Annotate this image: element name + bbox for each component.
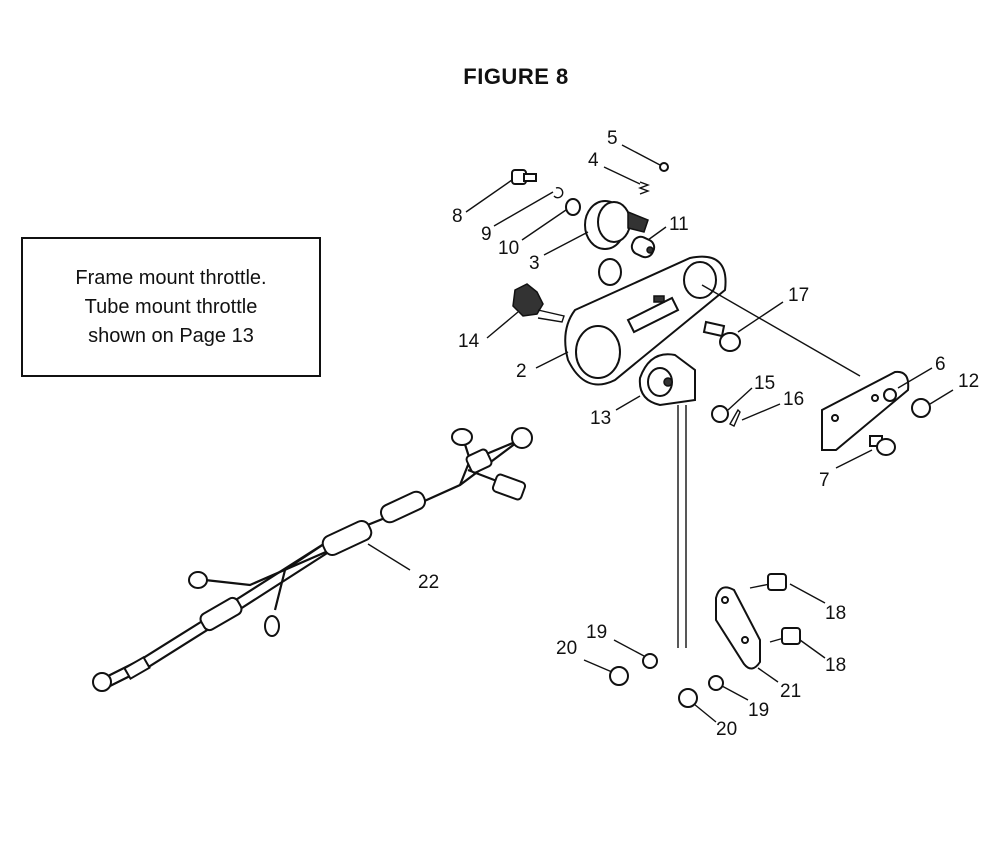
part-18-bolt-a [749, 573, 787, 591]
part-19-washer-a [642, 653, 658, 669]
callout-18-bottom: 18 [825, 655, 846, 676]
part-20-nut-a [609, 666, 629, 686]
part-6-plate [821, 370, 910, 451]
callout-8: 8 [452, 206, 463, 227]
callout-5: 5 [607, 128, 618, 149]
part-5-ball [659, 162, 669, 172]
part-17-bolt [702, 320, 741, 352]
note-box: Frame mount throttle. Tube mount throttl… [21, 237, 321, 377]
part-22-cable [92, 427, 533, 692]
callout-15: 15 [754, 373, 775, 394]
callout-20-left: 20 [556, 638, 577, 659]
callout-18-top: 18 [825, 603, 846, 624]
callout-22: 22 [418, 572, 439, 593]
part-9-clip [553, 186, 564, 199]
callout-20-right: 20 [716, 719, 737, 740]
callout-10: 10 [498, 238, 519, 259]
throttle-rod [677, 405, 687, 648]
note-line-1: Frame mount throttle. [75, 266, 267, 289]
figure-title: FIGURE 8 [463, 64, 569, 89]
part-14-star-knob [512, 283, 565, 323]
note-line-3: shown on Page 13 [88, 324, 254, 347]
part-10-washer [565, 198, 581, 216]
part-4-spring [638, 181, 650, 195]
part-3-knob [584, 200, 649, 250]
callout-6: 6 [935, 354, 946, 375]
part-15-nut [711, 405, 729, 423]
note-line-2: Tube mount throttle [84, 295, 258, 318]
callout-19-right: 19 [748, 700, 769, 721]
callout-2: 2 [516, 361, 527, 382]
part-nut-upper [598, 258, 622, 286]
callout-14: 14 [458, 331, 480, 352]
callout-21: 21 [780, 681, 801, 702]
part-12-nut [911, 398, 931, 418]
part-21-plate [715, 586, 761, 670]
callout-16: 16 [783, 389, 804, 410]
callout-7: 7 [819, 470, 830, 491]
part-8-bolt [511, 169, 537, 185]
callout-4: 4 [588, 150, 599, 171]
part-20-nut-b [678, 688, 698, 708]
callout-12: 12 [958, 371, 979, 392]
part-19-washer-b [708, 675, 724, 691]
leader-lines [367, 144, 954, 723]
part-7-bolt [869, 435, 896, 456]
callout-3: 3 [529, 253, 540, 274]
part-16-pin [729, 408, 741, 427]
callout-19-left: 19 [586, 622, 607, 643]
callout-17: 17 [788, 285, 809, 306]
callout-13: 13 [590, 408, 611, 429]
part-2-housing [564, 255, 727, 386]
callout-11: 11 [669, 214, 689, 235]
part-11-sleeve [630, 235, 656, 259]
part-13-bracket [638, 353, 696, 407]
callout-9: 9 [481, 224, 492, 245]
part-18-bolt-b [769, 627, 801, 645]
